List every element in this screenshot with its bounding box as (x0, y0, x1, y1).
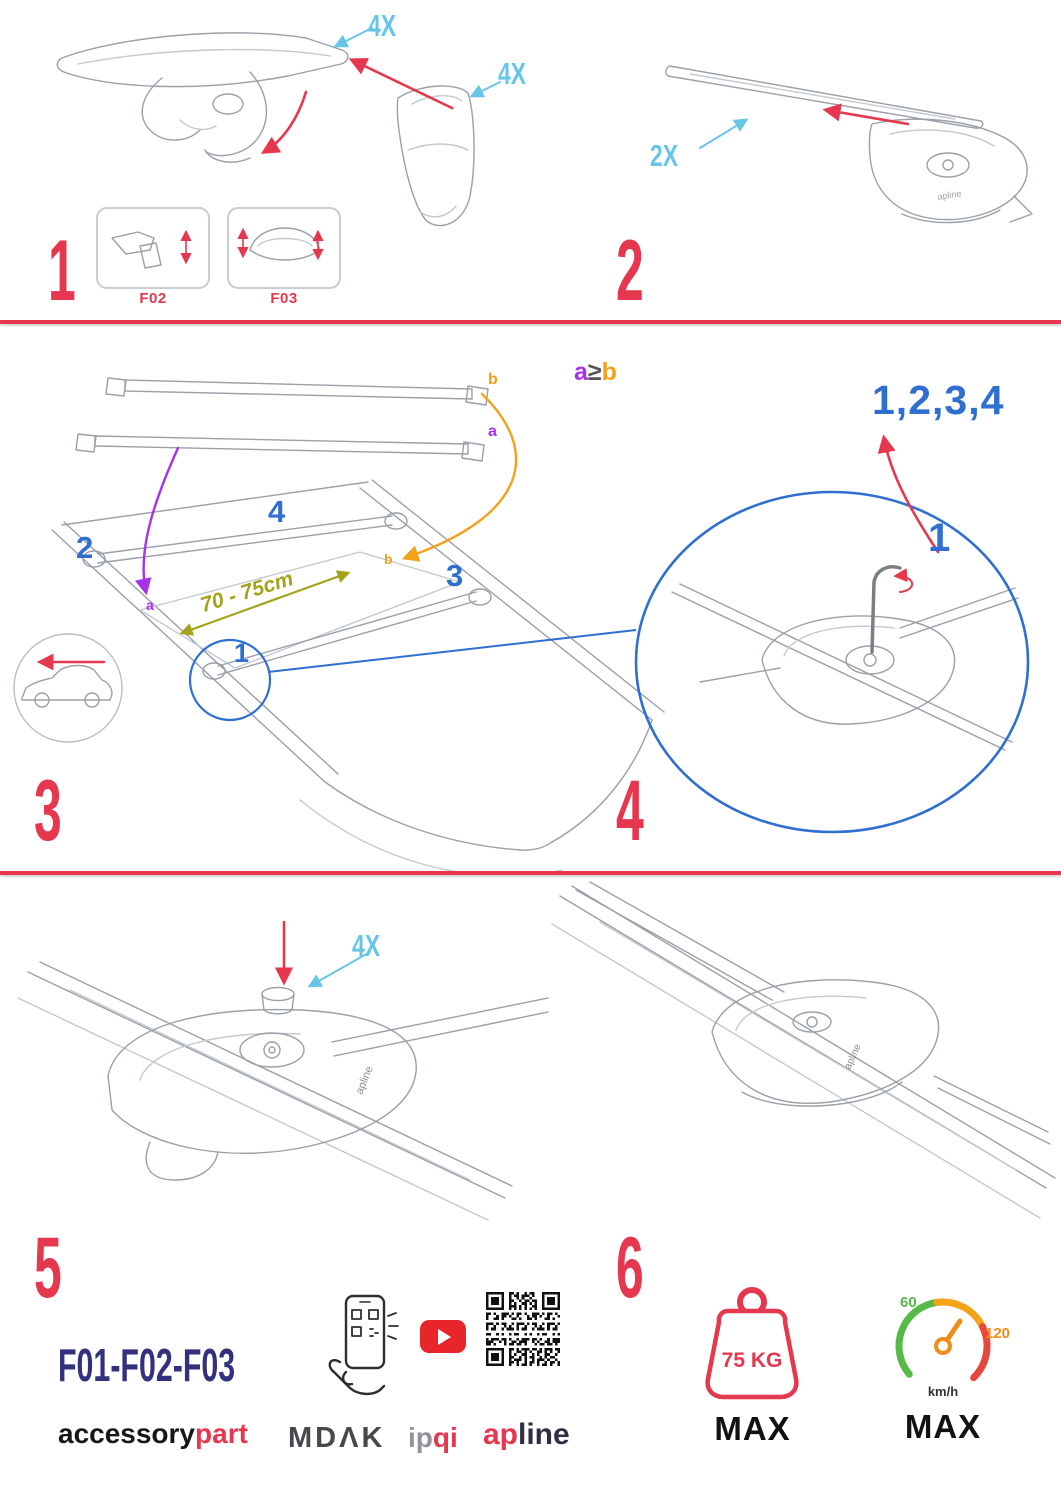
cyan-arrow-qty-side (469, 81, 501, 98)
section3-drawings: apline apline (17, 881, 1056, 1221)
section-divider (0, 320, 1061, 324)
youtube-icon (420, 1320, 466, 1353)
red-arrow-sequence (877, 434, 940, 554)
play-icon (438, 1328, 451, 1345)
step4-number: 4 (616, 763, 644, 859)
model-codes: F01-F02-F03 (58, 1339, 236, 1391)
roof-overview-drawing (51, 479, 665, 871)
foot-cover-drawing (396, 85, 475, 227)
section2-drawings (13, 377, 1030, 871)
detail-ellipse (634, 490, 1030, 834)
speed-max-label: MAX (904, 1408, 982, 1445)
foot-knob-drawing (17, 961, 549, 1221)
qty-label-4x-top: 4X (368, 8, 397, 43)
brand-accessorypart: accessorypart (58, 1420, 248, 1448)
cyan-arrow-2x (699, 118, 749, 149)
brand-part: part (195, 1418, 248, 1449)
red-arrow-cover-to-bar (348, 58, 454, 110)
car-inset (13, 633, 123, 743)
rule-a-ge-b: a≥b (574, 360, 617, 385)
roof-label-b: b (384, 551, 393, 567)
qty-label-2x: 2X (650, 138, 679, 173)
position-1: 1 (234, 638, 250, 668)
loose-crossbars-drawing (75, 377, 489, 462)
qty-label-4x-side: 4X (498, 56, 527, 91)
weight-limit-icon: 75 KG (705, 1287, 799, 1400)
roof-label-a: a (146, 597, 154, 613)
detail-connector-line (267, 629, 637, 673)
speed-high-label: 120 (985, 1325, 1011, 1342)
part-code-f03: F03 (270, 290, 298, 307)
step1-number: 1 (48, 223, 76, 319)
part-code-f02: F02 (139, 290, 167, 307)
brand-line: line (518, 1418, 570, 1451)
position-4: 4 (268, 494, 286, 529)
brand-ipqi: ipqi (408, 1424, 458, 1452)
foot-detail-drawing (671, 583, 1019, 751)
bar-label-a: a (488, 423, 497, 440)
brand-qi: qi (432, 1422, 458, 1453)
foot-brand-text: apline (843, 1042, 864, 1071)
qr-code (486, 1292, 560, 1366)
speed-unit-label: km/h (927, 1384, 959, 1399)
phone-scan-icon (328, 1294, 399, 1396)
section-divider (0, 871, 1061, 875)
rule-a: a (574, 358, 588, 386)
foot-brand-text: apline (354, 1064, 376, 1096)
brand-ap: ap (483, 1418, 519, 1451)
step5-number: 5 (34, 1220, 62, 1316)
crossbar-end-drawing (56, 32, 349, 163)
step6-number: 6 (616, 1220, 644, 1316)
position-3: 3 (446, 558, 464, 593)
qr-finder (542, 1292, 560, 1310)
sequence-start: 1 (928, 516, 951, 560)
olive-dimension-arrow (179, 570, 351, 636)
brand-accessory: accessory (58, 1418, 196, 1449)
red-rotate-arrow (893, 568, 914, 593)
rule-b: b (601, 358, 617, 386)
position1-circle (188, 638, 272, 722)
position-2: 2 (76, 530, 94, 565)
red-arrow-into-clamp (260, 90, 308, 154)
weight-max-label: MAX (714, 1410, 791, 1447)
brand-apline: apline (483, 1420, 570, 1450)
tighten-sequence: 1,2,3,4 (872, 377, 1005, 423)
section1-drawings: apline (56, 27, 1033, 289)
brand-ip: ip (408, 1422, 433, 1453)
part-box-f03 (227, 207, 341, 289)
brand-mdak: MDΛK (288, 1422, 386, 1454)
orange-arrow-bar-b (401, 392, 518, 562)
qr-finder (486, 1348, 504, 1366)
allen-key-drawing (870, 565, 902, 654)
crossbar-insert-drawing (665, 65, 1033, 224)
bar-label-b: b (488, 371, 498, 388)
purple-arrow-bar-a (134, 446, 180, 596)
foot-brand-text: apline (937, 188, 962, 202)
step3-number: 3 (34, 763, 62, 859)
qr-finder (486, 1292, 504, 1310)
weight-value: 75 KG (722, 1349, 783, 1372)
red-arrow-bar-insert (822, 103, 910, 126)
qty-label-4x-knob: 4X (352, 928, 381, 963)
speed-low-label: 60 (900, 1294, 917, 1311)
step2-number: 2 (616, 223, 644, 319)
cyan-arrow-qty-top (333, 27, 373, 48)
foot-mounted-drawing (551, 881, 1056, 1219)
cyan-arrow-4x (307, 951, 371, 988)
rule-op: ≥ (587, 358, 602, 386)
part-box-f02 (96, 207, 210, 289)
speed-limit-gauge (895, 1298, 991, 1382)
